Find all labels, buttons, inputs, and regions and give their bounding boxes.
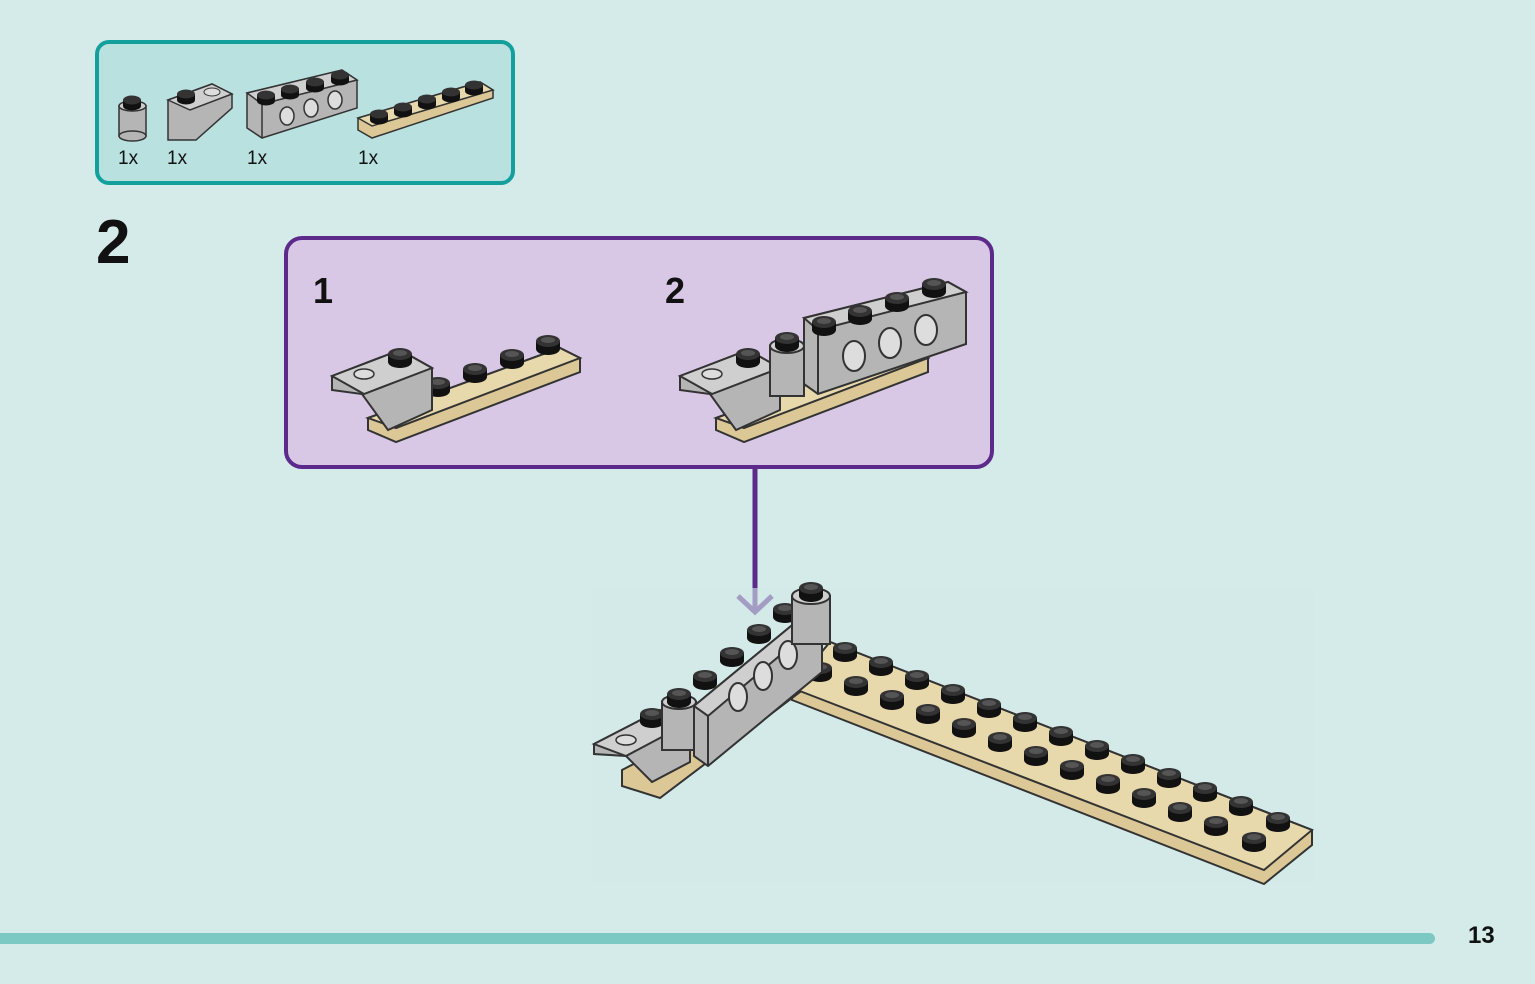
footer-bar <box>0 933 1435 944</box>
step-number: 2 <box>96 208 131 277</box>
inverted-slope-icon <box>166 83 234 141</box>
part-qty-tan-plate: 1x <box>358 148 379 169</box>
main-model-illustration <box>591 582 1314 886</box>
tan-plate-icon <box>356 80 495 139</box>
sub-step-1-illustration <box>329 335 583 444</box>
page-number: 13 <box>1468 922 1495 949</box>
sub-step-2-number: 2 <box>665 270 686 311</box>
part-qty-round-brick: 1x <box>118 148 139 169</box>
sub-step-1-number: 1 <box>313 270 334 311</box>
part-qty-inverted-slope: 1x <box>167 148 188 169</box>
sub-step-2-illustration <box>677 278 969 444</box>
technic-brick-icon <box>245 69 359 139</box>
part-qty-technic-brick: 1x <box>247 148 268 169</box>
round-brick-icon <box>118 95 147 142</box>
